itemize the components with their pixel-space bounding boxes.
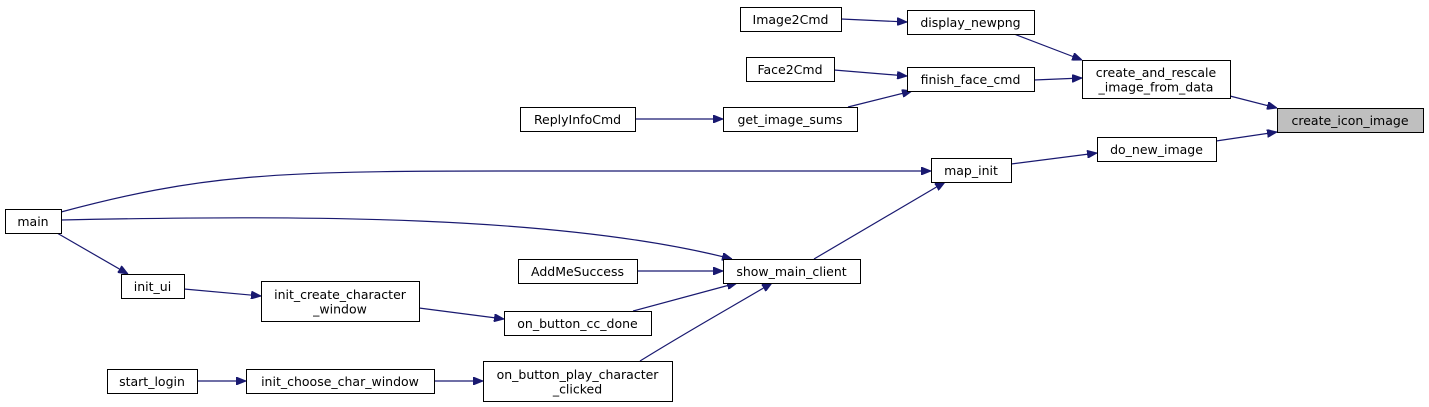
node-box [5, 209, 62, 234]
node-label: ReplyInfoCmd [534, 112, 621, 127]
node-label: create_and_rescale [1096, 65, 1217, 80]
node-label: _clicked [552, 381, 602, 396]
edge-Face2Cmd-to-finish_face_cmd [833, 69, 907, 76]
node-map_init[interactable]: map_init [931, 158, 1012, 183]
node-create_icon_image[interactable]: create_icon_image [1277, 108, 1424, 133]
nodes-layer: create_icon_image create_and_rescale_imag… [5, 7, 1424, 402]
edge-on_button_cc_done-to-show_main_client [632, 283, 737, 312]
node-box [907, 10, 1035, 35]
node-label: AddMeSuccess [531, 264, 624, 279]
node-ReplyInfoCmd[interactable]: ReplyInfoCmd [520, 107, 636, 132]
edge-create_and_rescale-to-create_icon_image [1229, 95, 1277, 108]
node-box [907, 67, 1035, 92]
node-box [746, 57, 835, 82]
node-box [723, 107, 858, 132]
node-label: create_icon_image [1291, 113, 1408, 128]
node-on_button_play_character_clicked[interactable]: on_button_play_character_clicked [483, 361, 673, 402]
node-AddMeSuccess[interactable]: AddMeSuccess [518, 259, 638, 284]
node-label: map_init [944, 163, 998, 178]
edge-get_image_sums-to-finish_face_cmd [847, 91, 912, 108]
edge-main-to-map_init [60, 171, 931, 213]
node-start_login[interactable]: start_login [107, 369, 198, 394]
node-box [261, 281, 420, 322]
edge-init_create_character_window-to-on_button_cc_done [418, 307, 504, 319]
edge-display_newpng-to-create_and_rescale [1013, 33, 1082, 60]
node-label: main [17, 214, 48, 229]
node-box [483, 361, 673, 402]
node-box [931, 158, 1012, 183]
node-Face2Cmd[interactable]: Face2Cmd [746, 57, 835, 82]
node-init_ui[interactable]: init_ui [121, 274, 185, 299]
node-box [520, 107, 636, 132]
node-label: init_ui [134, 279, 171, 294]
node-label: on_button_play_character [497, 367, 660, 382]
node-label: _image_from_data [1098, 79, 1214, 94]
node-label: finish_face_cmd [921, 72, 1021, 87]
node-box [518, 259, 638, 284]
node-create_and_rescale[interactable]: create_and_rescale_image_from_data [1082, 60, 1231, 99]
node-box [107, 369, 198, 394]
node-label: on_button_cc_done [517, 316, 638, 331]
edge-show_main_client-to-map_init [813, 182, 945, 260]
node-box [740, 7, 842, 32]
node-box [1082, 60, 1231, 99]
node-display_newpng[interactable]: display_newpng [907, 10, 1035, 35]
node-label: Face2Cmd [757, 62, 822, 77]
node-label: do_new_image [1110, 142, 1203, 157]
node-Image2Cmd[interactable]: Image2Cmd [740, 7, 842, 32]
node-box [1277, 108, 1424, 133]
node-label: show_main_client [736, 264, 846, 279]
node-label: init_choose_char_window [261, 374, 419, 389]
node-box [246, 369, 435, 394]
node-label: display_newpng [920, 15, 1020, 30]
node-init_choose_char_window[interactable]: init_choose_char_window [246, 369, 435, 394]
edge-on_button_play_character_clicked-to-show_main_client [639, 283, 772, 362]
node-get_image_sums[interactable]: get_image_sums [723, 107, 858, 132]
node-box [1097, 137, 1217, 162]
edge-finish_face_cmd-to-create_and_rescale [1033, 78, 1082, 80]
node-box [723, 259, 861, 284]
node-label: init_create_character [274, 287, 407, 302]
edge-main-to-init_ui [56, 232, 128, 274]
edge-do_new_image-to-create_icon_image [1215, 132, 1277, 142]
node-box [121, 274, 185, 299]
node-finish_face_cmd[interactable]: finish_face_cmd [907, 67, 1035, 92]
edge-main-to-show_main_client [60, 217, 732, 259]
node-init_create_character_window[interactable]: init_create_character_window [261, 281, 420, 322]
edge-map_init-to-do_new_image [1010, 153, 1097, 165]
node-label: get_image_sums [737, 112, 842, 127]
node-main[interactable]: main [5, 209, 62, 234]
edge-init_ui-to-init_create_character_window [183, 288, 261, 296]
node-on_button_cc_done[interactable]: on_button_cc_done [504, 311, 652, 336]
node-label: Image2Cmd [753, 12, 829, 27]
node-show_main_client[interactable]: show_main_client [723, 259, 861, 284]
node-box [504, 311, 652, 336]
node-label: start_login [119, 374, 185, 389]
edge-Image2Cmd-to-display_newpng [840, 19, 907, 22]
node-label: _window [312, 301, 367, 316]
edges-layer [56, 19, 1277, 381]
node-do_new_image[interactable]: do_new_image [1097, 137, 1217, 162]
